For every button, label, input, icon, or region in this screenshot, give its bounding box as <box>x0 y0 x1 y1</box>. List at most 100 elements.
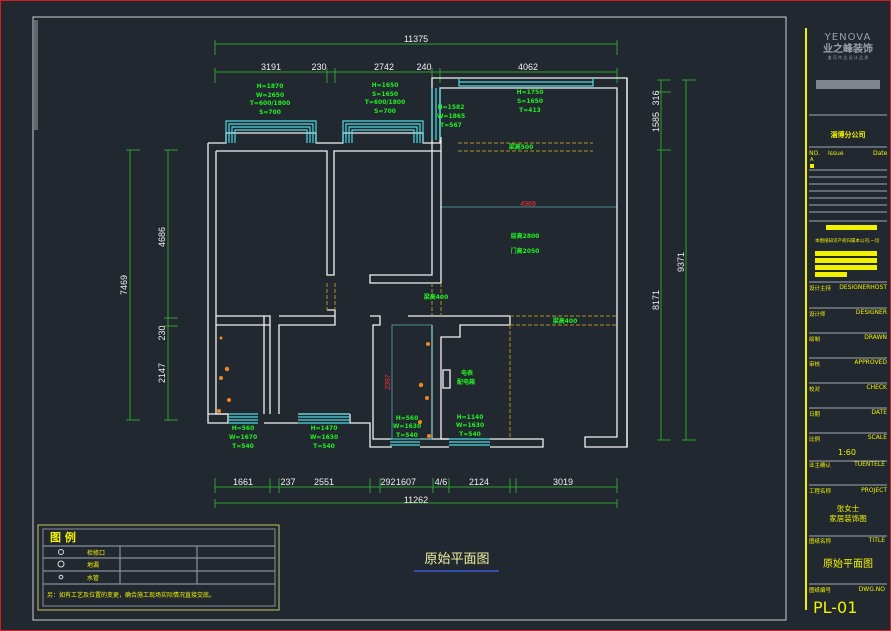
cad-path <box>449 438 490 446</box>
label-title_block-project_cn: 工程名称 <box>809 487 832 495</box>
cad-rect <box>815 258 877 263</box>
label-title_block-dwg_cn: 图纸编号 <box>809 586 832 594</box>
cad-path <box>43 545 275 585</box>
cad-path <box>126 149 140 421</box>
cad-path <box>420 438 544 448</box>
cad-path <box>225 120 317 143</box>
label-window_labels-w7-2: T=540 <box>396 432 418 439</box>
cad-path <box>809 169 887 222</box>
title-block: YENOVA 业之峰装饰 道 可 作 品 设 计 品 质 淄博分公司 NO. I… <box>805 28 888 617</box>
label-title_block-title_val: 原始平面图 <box>823 557 873 570</box>
label-window_labels-w6-0: H=1470 <box>311 425 338 432</box>
label-window_labels-w2-3: S=700 <box>374 108 396 115</box>
label-title_block-rev_date: Date <box>873 150 888 157</box>
label-dims-top_total: 11375 <box>404 34 428 44</box>
label-dims-bottom-4: 1607 <box>396 477 416 487</box>
label-title_block-notice: 本图纸知识产权归属本公司,一切 <box>815 237 880 244</box>
label-window_labels-w4-1: S=1650 <box>517 98 543 105</box>
label-dims-right_mid: 8171 <box>651 290 661 310</box>
label-window_labels-w5-1: W=1670 <box>229 434 257 441</box>
windows <box>225 78 594 446</box>
label-dims-bottom-7: 3019 <box>553 477 573 487</box>
label-window_labels-w3-1: W=1865 <box>437 113 465 120</box>
label-dims-bottom-6: 2124 <box>469 477 489 487</box>
label-title_block-rows-1-cn: 设计师 <box>809 310 826 318</box>
label-dims-top-4: 4062 <box>518 62 538 72</box>
label-dims-left-1: 230 <box>157 325 167 340</box>
label-title_block-rows-6-cn: 比例 <box>809 435 821 443</box>
label-window_labels-w8-0: H=1140 <box>457 414 484 421</box>
cad-path <box>408 315 511 440</box>
label-window_labels-w5-0: H=560 <box>232 425 255 432</box>
cad-path <box>228 413 258 424</box>
label-window_labels-beam2: 梁高400 <box>424 293 449 301</box>
beams <box>326 142 617 440</box>
label-title_block-branch: 淄博分公司 <box>831 130 866 139</box>
cad-path <box>326 283 442 316</box>
cad-path <box>207 143 229 424</box>
label-title_block-rows-0-cn: 设计主持 <box>809 284 832 292</box>
label-title_block-brand_cn: 业之峰装饰 <box>823 42 873 55</box>
label-window_labels-w7-0: H=560 <box>396 415 419 422</box>
label-dims-red_v: 2397 <box>385 374 392 390</box>
label-title_block-dwg_no: PL-01 <box>813 598 857 617</box>
label-dims-top-1: 230 <box>311 62 326 72</box>
label-legend-items-0: 检修口 <box>87 549 105 557</box>
cad-rect <box>815 272 847 277</box>
cad-rect <box>391 324 433 440</box>
cad-path <box>214 478 618 493</box>
cad-rect <box>815 251 877 256</box>
label-window_labels-w8-1: W=1630 <box>456 422 484 429</box>
access-hatch-icon <box>58 549 64 555</box>
cad-path <box>164 149 178 421</box>
cad-circle <box>217 409 221 413</box>
label-window_labels-w3-2: T=567 <box>440 122 462 129</box>
label-title_block-dwg_en: DWG.NO <box>859 586 886 593</box>
label-window_labels-beam1: 梁高500 <box>509 143 534 151</box>
scroll-marker[interactable] <box>34 20 38 130</box>
label-window_labels-w2-0: H=1650 <box>372 82 399 89</box>
cad-circle <box>426 342 430 346</box>
cad-path <box>214 499 618 508</box>
label-title_block-title_cn: 图纸名称 <box>809 537 832 545</box>
label-title_block-rows-4-cn: 校对 <box>809 385 821 393</box>
label-window_labels-w3-0: H=1582 <box>438 104 465 111</box>
dimension-lines <box>126 40 696 508</box>
label-window_labels-meter1: 电表 <box>461 369 474 377</box>
label-window_labels-w6-2: T=540 <box>313 443 335 450</box>
label-window_labels-w1-0: H=1870 <box>257 83 284 90</box>
label-dims-top-2: 2742 <box>374 62 394 72</box>
cad-rect <box>826 225 877 230</box>
label-window_labels-w5-2: T=540 <box>232 443 254 450</box>
label-title_block-rows-2-cn: 绘制 <box>809 335 821 343</box>
label-dims-top-3: 240 <box>416 62 431 72</box>
label-title_block-rows-6-en: SCALE <box>868 434 887 441</box>
label-title_block-owner_en: TUENTELE <box>853 461 885 468</box>
cad-rect <box>816 80 880 89</box>
cad-path <box>458 142 593 152</box>
label-title_block-slogan: 道 可 作 品 设 计 品 质 <box>828 54 869 60</box>
fixtures <box>217 336 431 438</box>
label-window_labels-w7-1: W=1630 <box>393 423 421 430</box>
label-legend-items-2: 水管 <box>87 574 99 582</box>
label-window_labels-w2-1: S=1650 <box>372 91 398 98</box>
label-dims-right_small-0: 316 <box>651 90 661 105</box>
cad-path <box>458 78 594 87</box>
cad-path <box>216 309 392 448</box>
label-title_block-owner_cn: 业主确认 <box>809 461 832 469</box>
label-dims-bottom-5: 4/6 <box>435 477 448 487</box>
label-dims-top-0: 3191 <box>261 62 281 72</box>
cad-path <box>342 120 424 143</box>
cad-rect <box>810 164 814 168</box>
label-title_block-rows-0-en: DESIGNERHOST <box>839 284 887 291</box>
drawing-title: 原始平面图 <box>424 552 489 567</box>
label-dims-bottom-0: 1661 <box>233 477 253 487</box>
cad-rect <box>815 265 877 270</box>
dimension-texts: 11375 3191 230 2742 240 4062 1661 237 25… <box>119 34 686 505</box>
cad-path <box>682 79 696 441</box>
label-title_block-rows-4-en: CHECK <box>866 384 888 391</box>
label-dims-bottom-1: 237 <box>280 477 295 487</box>
cad-circle <box>418 382 424 388</box>
label-title_block-rows-3-en: APPROVED <box>854 359 887 366</box>
